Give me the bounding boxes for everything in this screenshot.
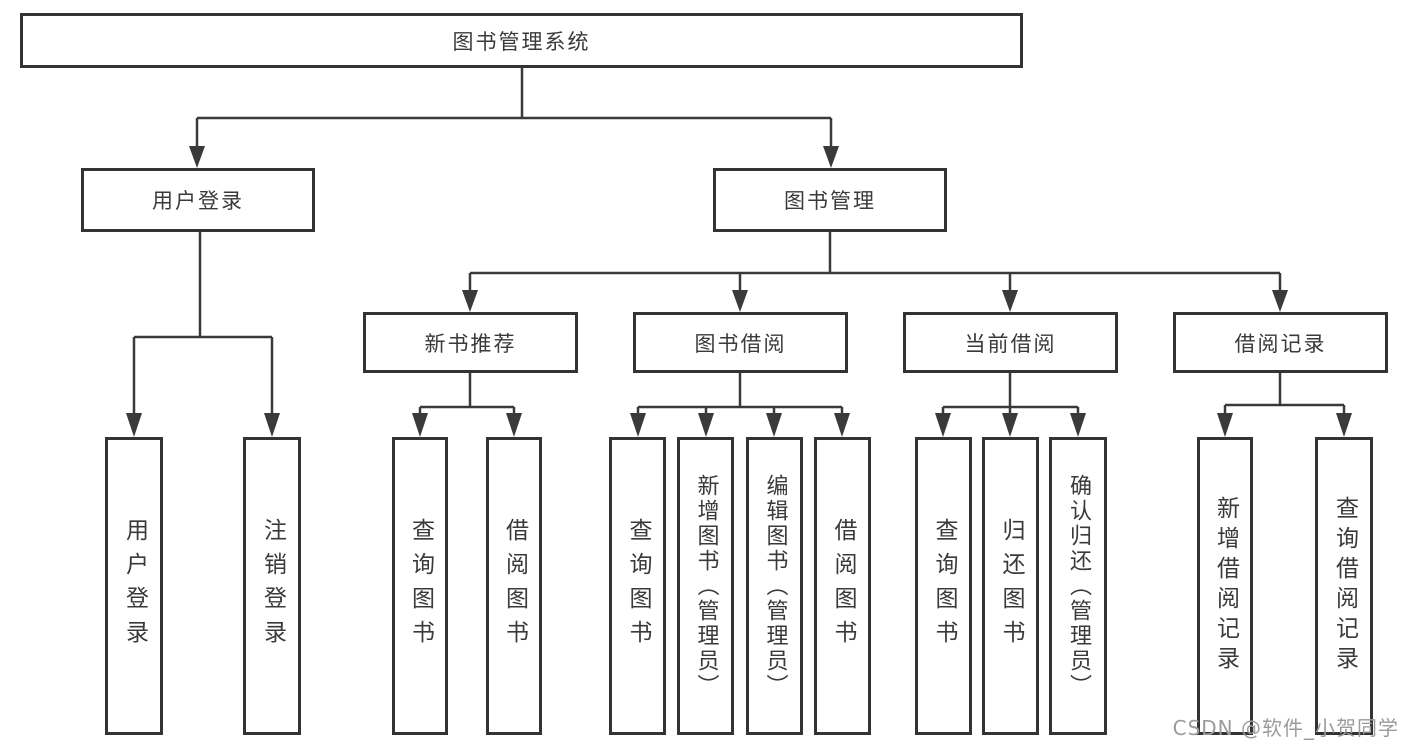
leaf-add-borrow-record: 新增借阅记录 bbox=[1197, 437, 1253, 735]
leaf-return-books-label: 归还图书 bbox=[998, 518, 1024, 654]
node-library-system-label: 图书管理系统 bbox=[452, 29, 591, 54]
leaf-recommend-query-books: 查询图书 bbox=[392, 437, 448, 735]
node-book-borrow-label: 图书借阅 bbox=[694, 331, 787, 356]
node-current-borrow-label: 当前借阅 bbox=[964, 331, 1057, 356]
node-new-book-recommend: 新书推荐 bbox=[363, 312, 578, 373]
node-borrow-records-label: 借阅记录 bbox=[1234, 331, 1327, 356]
leaf-query-borrow-record: 查询借阅记录 bbox=[1315, 437, 1373, 735]
leaf-edit-books-admin: 编辑图书（管理员） bbox=[746, 437, 803, 735]
leaf-logout-label: 注销登录 bbox=[259, 518, 286, 654]
leaf-borrow-query-books: 查询图书 bbox=[609, 437, 666, 735]
leaf-confirm-return-admin: 确认归还（管理员） bbox=[1049, 437, 1107, 735]
leaf-edit-books-admin-label: 编辑图书（管理员） bbox=[762, 473, 788, 699]
leaf-user-login-label: 用户登录 bbox=[121, 518, 148, 654]
leaf-logout: 注销登录 bbox=[243, 437, 301, 735]
leaf-user-login: 用户登录 bbox=[105, 437, 163, 735]
leaf-recommend-query-books-label: 查询图书 bbox=[407, 518, 434, 654]
leaf-current-query-books: 查询图书 bbox=[915, 437, 972, 735]
leaf-add-books-admin: 新增图书（管理员） bbox=[677, 437, 734, 735]
watermark: CSDN @软件_小贺同学 bbox=[1172, 716, 1399, 740]
node-borrow-records: 借阅记录 bbox=[1173, 312, 1388, 373]
leaf-borrow-books: 借阅图书 bbox=[814, 437, 871, 735]
leaf-add-books-admin-label: 新增图书（管理员） bbox=[693, 473, 719, 699]
node-new-book-recommend-label: 新书推荐 bbox=[424, 331, 517, 356]
leaf-current-query-books-label: 查询图书 bbox=[931, 518, 957, 654]
leaf-borrow-query-books-label: 查询图书 bbox=[625, 518, 651, 654]
leaf-return-books: 归还图书 bbox=[982, 437, 1039, 735]
node-library-system: 图书管理系统 bbox=[20, 13, 1023, 68]
leaf-confirm-return-admin-label: 确认归还（管理员） bbox=[1066, 473, 1091, 699]
node-user-login-module: 用户登录 bbox=[81, 168, 315, 232]
leaf-borrow-books-label: 借阅图书 bbox=[830, 518, 856, 654]
node-book-borrow: 图书借阅 bbox=[633, 312, 848, 373]
node-book-management-label: 图书管理 bbox=[784, 189, 876, 213]
leaf-recommend-borrow-books: 借阅图书 bbox=[486, 437, 542, 735]
leaf-add-borrow-record-label: 新增借阅记录 bbox=[1212, 496, 1239, 676]
leaf-query-borrow-record-label: 查询借阅记录 bbox=[1331, 496, 1358, 676]
node-user-login-module-label: 用户登录 bbox=[152, 189, 244, 213]
arrowheads bbox=[126, 146, 1352, 437]
node-current-borrow: 当前借阅 bbox=[903, 312, 1118, 373]
leaf-recommend-borrow-books-label: 借阅图书 bbox=[501, 518, 528, 654]
node-book-management: 图书管理 bbox=[713, 168, 947, 232]
